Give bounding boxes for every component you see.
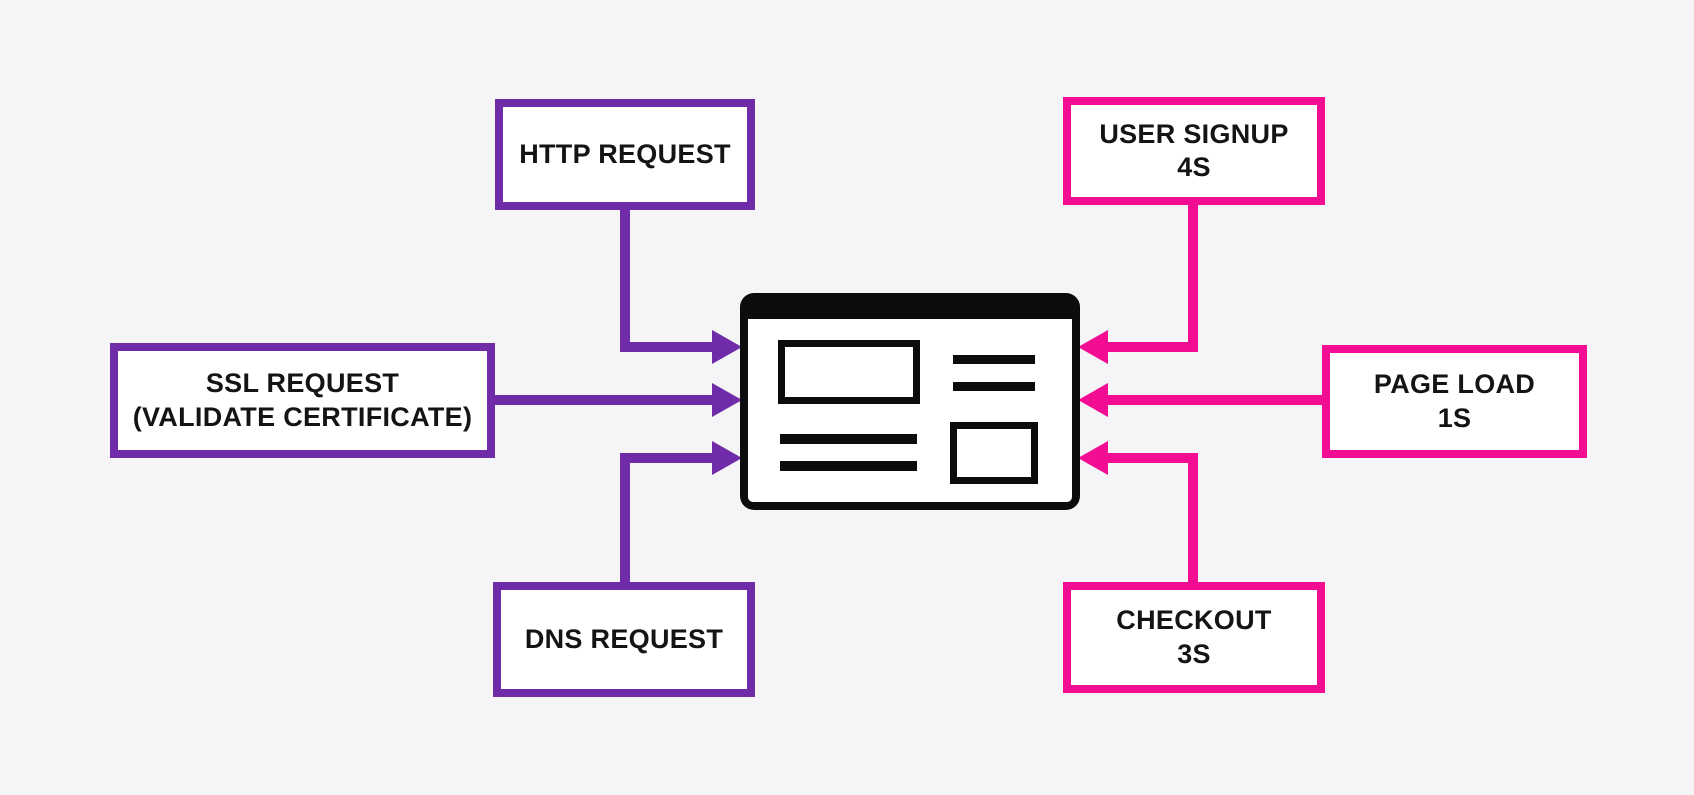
browser-content-area	[748, 319, 1072, 502]
node-label: 1S	[1437, 402, 1472, 433]
text-line-icon	[780, 461, 917, 471]
browser-titlebar	[748, 301, 1072, 319]
arrowhead-right-icon	[712, 383, 742, 417]
content-block-large-icon	[778, 340, 920, 404]
node-label: 4S	[1177, 152, 1211, 182]
arrowhead-right-icon	[712, 330, 742, 364]
http-request-connector	[620, 206, 742, 364]
node-http-request: HTTP REQUEST	[495, 99, 755, 210]
arrowhead-left-icon	[1078, 441, 1108, 475]
node-label: (VALIDATE CERTIFICATE)	[132, 401, 473, 432]
arrowhead-left-icon	[1078, 330, 1108, 364]
arrowhead-right-icon	[712, 441, 742, 475]
arrowhead-left-icon	[1078, 383, 1108, 417]
node-label: HTTP REQUEST	[519, 138, 731, 169]
node-user-signup: USER SIGNUP 4S	[1063, 97, 1325, 205]
node-label: 3S	[1177, 638, 1211, 669]
page-load-connector	[1078, 383, 1326, 417]
node-label: SSL REQUEST	[205, 368, 400, 399]
content-block-small-icon	[950, 422, 1038, 484]
node-dns-request: DNS REQUEST	[493, 582, 755, 697]
node-label: PAGE LOAD	[1373, 369, 1536, 400]
node-label: USER SIGNUP	[1099, 118, 1289, 149]
text-line-icon	[780, 434, 917, 444]
node-checkout: CHECKOUT 3S	[1063, 582, 1325, 693]
text-line-icon	[953, 355, 1035, 364]
checkout-connector	[1078, 441, 1198, 586]
node-label: DNS REQUEST	[524, 623, 724, 654]
node-ssl-request: SSL REQUEST (VALIDATE CERTIFICATE)	[110, 343, 495, 458]
node-label: CHECKOUT	[1116, 605, 1272, 636]
ssl-request-connector	[491, 383, 742, 417]
user-signup-connector	[1078, 203, 1198, 364]
text-line-icon	[953, 382, 1035, 391]
dns-request-connector	[620, 441, 742, 586]
browser-window-icon	[740, 293, 1080, 510]
node-page-load: PAGE LOAD 1S	[1322, 345, 1587, 458]
